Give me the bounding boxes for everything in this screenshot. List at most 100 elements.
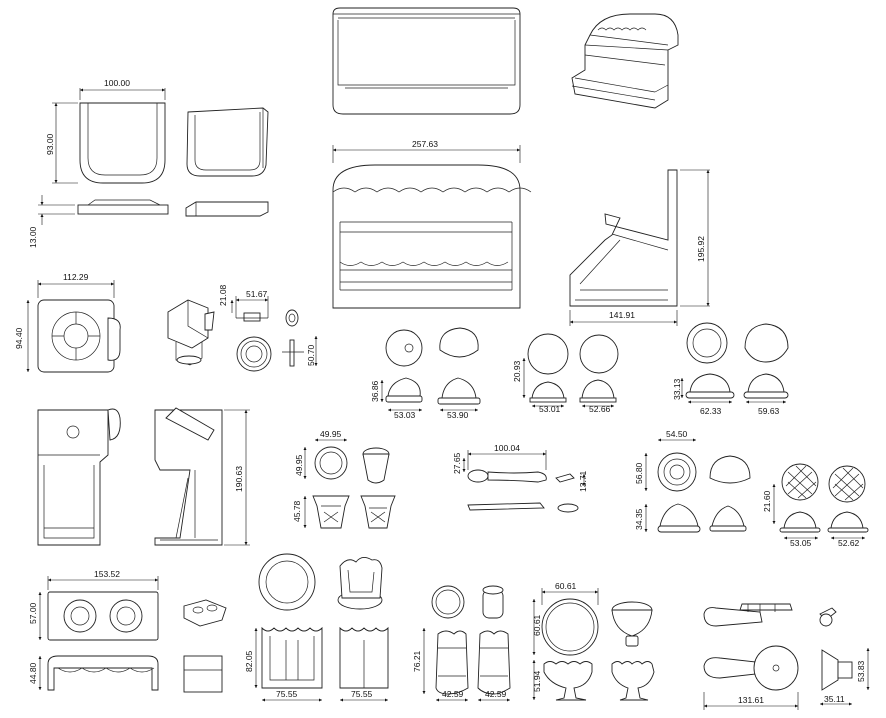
- cone-dispenser-front-view: [26, 280, 121, 373]
- lattice-pie-side-views: [772, 484, 869, 540]
- donut-top-view: [385, 329, 423, 367]
- swirl-pastry-top-view: [644, 438, 697, 492]
- dim-d6: 141.91: [609, 310, 635, 320]
- dim-d34: 153.52: [94, 569, 120, 579]
- dim-d32: 53.05: [790, 538, 812, 548]
- sign-holder-side-view: [38, 195, 169, 225]
- shaker-iso-view: [482, 585, 504, 619]
- dim-d39: 75.55: [351, 689, 373, 699]
- sign-holder-front-view: [52, 88, 166, 184]
- round-plate-top-view: [258, 553, 316, 611]
- dim-d33: 52.62: [838, 538, 860, 548]
- dim-d40: 76.21: [412, 650, 422, 672]
- dim-d44: 60.61: [532, 614, 542, 636]
- sign-holder-side-iso: [185, 201, 269, 217]
- knob-side-view: [282, 336, 318, 367]
- display-stand-side-view: [569, 169, 710, 326]
- sign-holder-iso-view: [186, 107, 269, 177]
- bun-side-views: [522, 358, 617, 408]
- dim-d24: 45.78: [292, 500, 302, 522]
- dim-d23: 49.95: [294, 454, 304, 476]
- dim-d37: 82.05: [244, 650, 254, 672]
- double-cup-holder-side-view: [183, 655, 223, 693]
- juicer-iso-small: [819, 607, 837, 627]
- bowl-iso-view: [611, 601, 653, 647]
- dim-d25: 27.65: [452, 452, 462, 474]
- dim-d42: 42.59: [485, 689, 507, 699]
- lattice-pie-top-view: [781, 463, 866, 503]
- dim-d2: 93.00: [45, 133, 55, 155]
- double-cup-holder-front-view: [38, 655, 159, 691]
- bun-top-view: [527, 333, 619, 375]
- cone-dispenser-iso-view: [167, 299, 215, 366]
- dim-d46: 53.83: [856, 660, 866, 682]
- knob-small: [285, 309, 299, 327]
- dim-d5: 195.92: [696, 236, 706, 262]
- dim-d10: 51.67: [246, 289, 268, 299]
- dim-d17: 52.66: [589, 404, 611, 414]
- dim-d12: 36.86: [370, 380, 380, 402]
- dim-d9: 21.08: [218, 284, 228, 306]
- cone-wheel-front: [236, 336, 272, 372]
- dim-d31: 21.60: [762, 490, 772, 512]
- scoop-top-view: [462, 450, 547, 483]
- swirl-pastry-iso-view: [709, 455, 751, 484]
- display-stand-iso-view: [571, 13, 679, 109]
- cupcake-top-view: [439, 327, 479, 358]
- shaker-front-views: [422, 628, 511, 702]
- dim-d7: 112.29: [63, 272, 89, 282]
- dim-d41: 42.59: [442, 689, 464, 699]
- swirl-pastry-side-views: [644, 503, 747, 533]
- dim-d27: 13.71: [578, 470, 588, 492]
- bowl-top-view: [532, 588, 599, 656]
- cone-wheel-side: [230, 296, 269, 322]
- dim-d47: 131.61: [738, 695, 764, 705]
- dim-d26: 100.04: [494, 443, 520, 453]
- dim-d43: 60.61: [555, 581, 577, 591]
- donut-side-view: [380, 377, 423, 412]
- shaker-top-view: [431, 585, 465, 619]
- display-stand-front-view: [332, 145, 532, 309]
- bowl-front-views: [532, 660, 655, 701]
- dim-d29: 56.80: [634, 462, 644, 484]
- dim-d19: 62.33: [700, 406, 722, 416]
- juicer-front-view: [703, 645, 799, 710]
- dim-d38: 75.55: [276, 689, 298, 699]
- juicer-side-view: [820, 648, 870, 706]
- dim-d4: 257.63: [412, 139, 438, 149]
- dim-d8: 94.40: [14, 327, 24, 349]
- dim-d3: 13.00: [28, 226, 38, 248]
- dispenser-tower-front: [37, 408, 121, 546]
- dim-d18: 33.13: [672, 378, 682, 400]
- dim-d20: 59.63: [758, 406, 780, 416]
- cone-cup-top-view: [303, 438, 348, 480]
- dim-d30: 34.35: [634, 508, 644, 530]
- cupcake-side-view: [437, 377, 481, 412]
- dim-d36: 44.80: [28, 662, 38, 684]
- dim-d11: 50.70: [306, 344, 316, 366]
- cup-sleeve-front-view: [254, 626, 323, 702]
- scoop-side-view: [467, 473, 586, 513]
- double-cup-holder-iso-view: [183, 599, 227, 627]
- dim-d35: 57.00: [28, 602, 38, 624]
- cone-cup-iso-view: [362, 447, 390, 484]
- dim-d13: 53.03: [394, 410, 416, 420]
- dim-d28: 54.50: [666, 429, 688, 439]
- dispenser-tower-side: [154, 407, 250, 546]
- pie-top-view: [686, 322, 789, 364]
- dim-d21: 190.63: [234, 466, 244, 492]
- dim-d14: 53.90: [447, 410, 469, 420]
- dim-d22: 49.95: [320, 429, 342, 439]
- dim-d45: 51.94: [532, 670, 542, 692]
- dim-d15: 20.93: [512, 360, 522, 382]
- pie-side-views: [680, 373, 789, 404]
- juicer-top-view: [703, 603, 793, 627]
- dim-d48: 35.11: [824, 694, 845, 704]
- display-tray-top-view: [332, 7, 521, 115]
- dim-d1: 100.00: [104, 78, 130, 88]
- cup-sleeve-iso-view: [337, 557, 383, 610]
- cone-cup-side-views: [303, 495, 396, 529]
- cup-sleeve-side-view: [339, 626, 389, 702]
- dim-d16: 53.01: [539, 404, 561, 414]
